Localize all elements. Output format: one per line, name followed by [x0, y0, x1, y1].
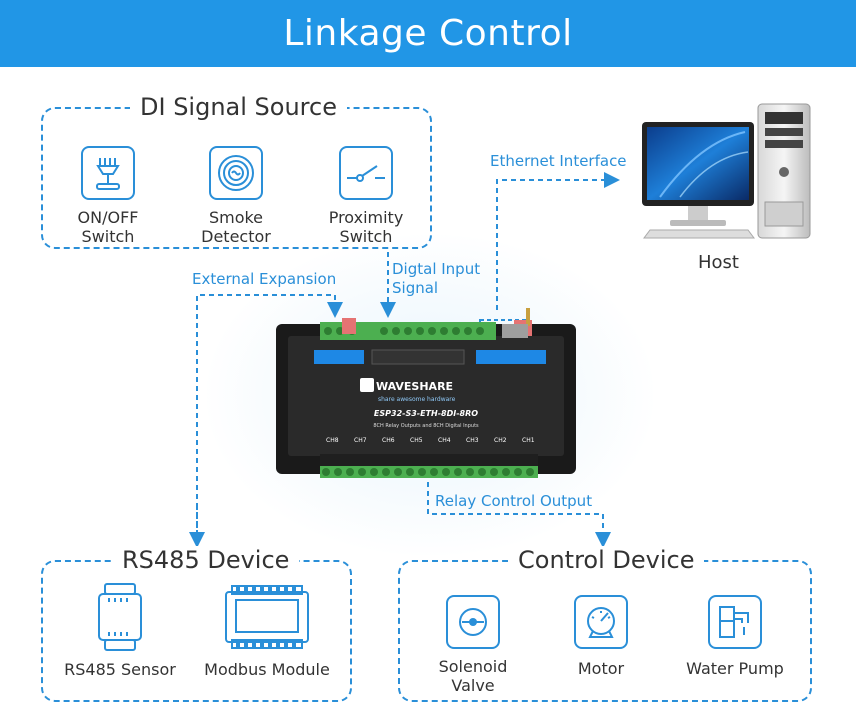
proximity-switch-label-2: Switch [339, 227, 393, 246]
board-terminal-pin [346, 468, 354, 476]
board-channel-label: CH5 [410, 437, 423, 444]
switch-icon [81, 146, 135, 200]
digital-input-label-2: Signal [392, 279, 439, 297]
external-expansion-line [196, 294, 343, 535]
water-pump-label: Water Pump [686, 659, 784, 678]
modbus-module: Modbus Module [197, 582, 337, 679]
board-terminal-pin [502, 468, 510, 476]
board-terminal-pin [322, 468, 330, 476]
board-channel-label: CH6 [382, 437, 395, 444]
solenoid-valve-icon [446, 595, 500, 649]
rs485-device-title: RS485 Device [112, 546, 300, 574]
on-off-switch: ON/OFF Switch [62, 146, 154, 246]
on-off-switch-label-1: ON/OFF [77, 208, 139, 227]
board-channel-label: CH4 [438, 437, 451, 444]
board-terminal-pin [466, 468, 474, 476]
board-terminal-pin [358, 468, 366, 476]
host-label: Host [698, 252, 739, 273]
board-channel-label: CH1 [522, 437, 535, 444]
rs485-sensor: RS485 Sensor [55, 582, 185, 679]
board-terminal-pin [442, 468, 450, 476]
board-channel-label: CH7 [354, 437, 367, 444]
control-device-title: Control Device [508, 546, 705, 574]
solenoid-valve-label-2: Valve [451, 676, 495, 695]
rs485-sensor-label: RS485 Sensor [64, 660, 176, 679]
board-channel-label: CH8 [326, 437, 339, 444]
board-terminal-pin [514, 468, 522, 476]
board-terminal-pin [394, 468, 402, 476]
smoke-detector-label-1: Smoke [208, 208, 264, 227]
board-terminal-pin [430, 468, 438, 476]
board-terminal-pin [406, 468, 414, 476]
digital-input-label-1: Digtal Input [392, 260, 481, 278]
board-tagline: share awesome hardware [378, 396, 456, 403]
smoke-detector: Smoke Detector [190, 146, 282, 246]
board-model: ESP32-S3-ETH-8DI-8RO [374, 409, 478, 418]
relay-control-output-label: Relay Control Output [435, 492, 593, 510]
motor-label: Motor [577, 659, 625, 678]
board-terminal-pin [454, 468, 462, 476]
solenoid-valve: Solenoid Valve [428, 595, 518, 695]
board-terminal-pin [490, 468, 498, 476]
rs485-sensor-icon [98, 583, 142, 651]
solenoid-valve-label-1: Solenoid [438, 657, 508, 676]
water-pump: Water Pump [675, 595, 795, 678]
relay-output-line [427, 482, 611, 548]
board-terminal-pin [526, 468, 534, 476]
proximity-switch: Proximity Switch [320, 146, 412, 246]
esp32-board: WAVESHARE share awesome hardware ESP32-S… [276, 308, 576, 478]
ethernet-interface-label: Ethernet Interface [490, 152, 627, 170]
modbus-module-icon [225, 585, 309, 649]
board-terminal-pin [334, 468, 342, 476]
water-pump-icon [708, 595, 762, 649]
page-title: Linkage Control [0, 0, 856, 67]
modbus-module-label: Modbus Module [204, 660, 330, 679]
board-description: 8CH Relay Outputs and 8CH Digital Inputs [373, 423, 479, 429]
board-channel-label: CH2 [494, 437, 507, 444]
smoke-detector-label-2: Detector [201, 227, 271, 246]
board-brand: WAVESHARE [376, 380, 453, 393]
board-terminal-pin [370, 468, 378, 476]
external-expansion-label: External Expansion [192, 270, 337, 288]
motor-icon [574, 595, 628, 649]
host-computer-icon [642, 103, 811, 239]
smoke-detector-icon [209, 146, 263, 200]
motor: Motor [556, 595, 646, 678]
proximity-switch-label-1: Proximity [328, 208, 404, 227]
on-off-switch-label-2: Switch [81, 227, 135, 246]
di-signal-source-title: DI Signal Source [130, 93, 347, 121]
board-terminal-pin [418, 468, 426, 476]
ethernet-line [496, 172, 620, 310]
proximity-switch-icon [339, 146, 393, 200]
board-terminal-pin [382, 468, 390, 476]
board-terminal-pin [478, 468, 486, 476]
board-channel-label: CH3 [466, 437, 479, 444]
